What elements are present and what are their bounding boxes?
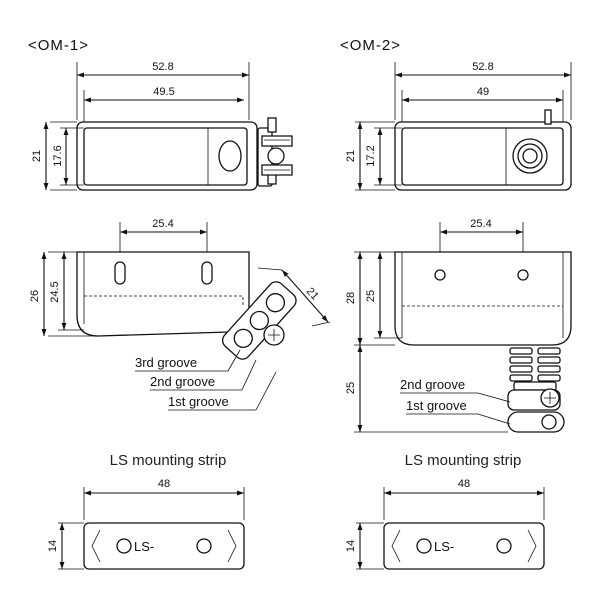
om1-strip-body [83, 522, 245, 570]
om2-inner-width-label: 49 [477, 86, 489, 98]
om1-hole-pitch-label: 25.4 [152, 218, 173, 230]
om2-lower-height-label: 25 [345, 382, 357, 394]
om1-inner-height-label: 17.6 [52, 145, 64, 166]
om2-overall-width-label: 52.8 [472, 61, 493, 73]
om1-inner-width-label: 49.5 [153, 86, 174, 98]
om2-bellows [509, 347, 561, 391]
om1-lamp [218, 140, 242, 172]
om2-strip-marking: LS- [434, 539, 454, 554]
om2-title: <OM-2> [340, 37, 401, 54]
om1-terminal-screws [257, 117, 293, 187]
om1-body-window [83, 127, 248, 186]
om2-inner-height-label: 17.2 [365, 145, 377, 166]
om1-second-groove-label: 2nd groove [150, 374, 215, 389]
om2-strip-hole-right [496, 538, 512, 554]
om2-lever-head [507, 388, 565, 433]
om2-strip-width-label: 48 [458, 478, 470, 490]
om1-strip-height-label: 14 [47, 540, 59, 552]
om1-side-height-label: 26 [29, 290, 41, 302]
om1-section: <OM-1> 52.8 49.5 [28, 37, 331, 570]
om2-lamp-inner [522, 148, 538, 164]
om1-strip-hole-right [196, 538, 212, 554]
om1-strip-width-label: 48 [158, 478, 170, 490]
om2-side-view: 25.4 [345, 218, 572, 433]
om1-top-view: 52.8 49.5 21 [31, 61, 293, 191]
om1-first-groove-label: 1st groove [168, 394, 229, 409]
om2-terminal-screw [544, 109, 552, 125]
om2-strip-hole-left [416, 538, 432, 554]
om2-mount-hole-left [434, 269, 446, 281]
om2-top-view: 52.8 49 21 17.2 [345, 61, 572, 191]
om1-strip-marking: LS- [134, 539, 154, 554]
om1-mount-slot-left [114, 261, 126, 285]
om1-ls-strip: LS mounting strip 48 LS- 14 [47, 452, 245, 570]
om1-side-view: 25.4 21 26 24.5 [29, 218, 331, 411]
om1-title: <OM-1> [28, 37, 89, 54]
om2-second-groove-label: 2nd groove [400, 377, 465, 392]
om2-first-groove-label: 1st groove [406, 398, 467, 413]
om2-mount-hole-right [517, 269, 529, 281]
om1-strip-caption: LS mounting strip [110, 452, 227, 469]
om2-strip-caption: LS mounting strip [405, 452, 522, 469]
om1-overall-width-label: 52.8 [152, 61, 173, 73]
om1-angled-width-dimension [281, 269, 329, 323]
om2-strip-height-label: 14 [345, 540, 357, 552]
om1-angled-width-label: 21 [304, 285, 321, 302]
om1-strip-hole-left [116, 538, 132, 554]
om2-section: <OM-2> 52.8 49 21 17.2 [340, 37, 572, 570]
om1-side-body [76, 251, 250, 337]
om2-ls-strip: LS mounting strip 48 LS- 14 [345, 452, 545, 570]
om1-mount-slot-right [201, 261, 213, 285]
om1-third-groove-label: 3rd groove [135, 355, 197, 370]
om2-hole-pitch-label: 25.4 [470, 218, 491, 230]
om2-strip-body [383, 522, 545, 570]
om2-side-inner-height-label: 25 [365, 290, 377, 302]
om2-side-height-label: 28 [345, 292, 357, 304]
om1-side-inner-height-label: 24.5 [49, 281, 61, 302]
om2-height-label: 21 [345, 150, 357, 162]
om1-height-label: 21 [31, 150, 43, 162]
om2-side-body [394, 251, 572, 346]
